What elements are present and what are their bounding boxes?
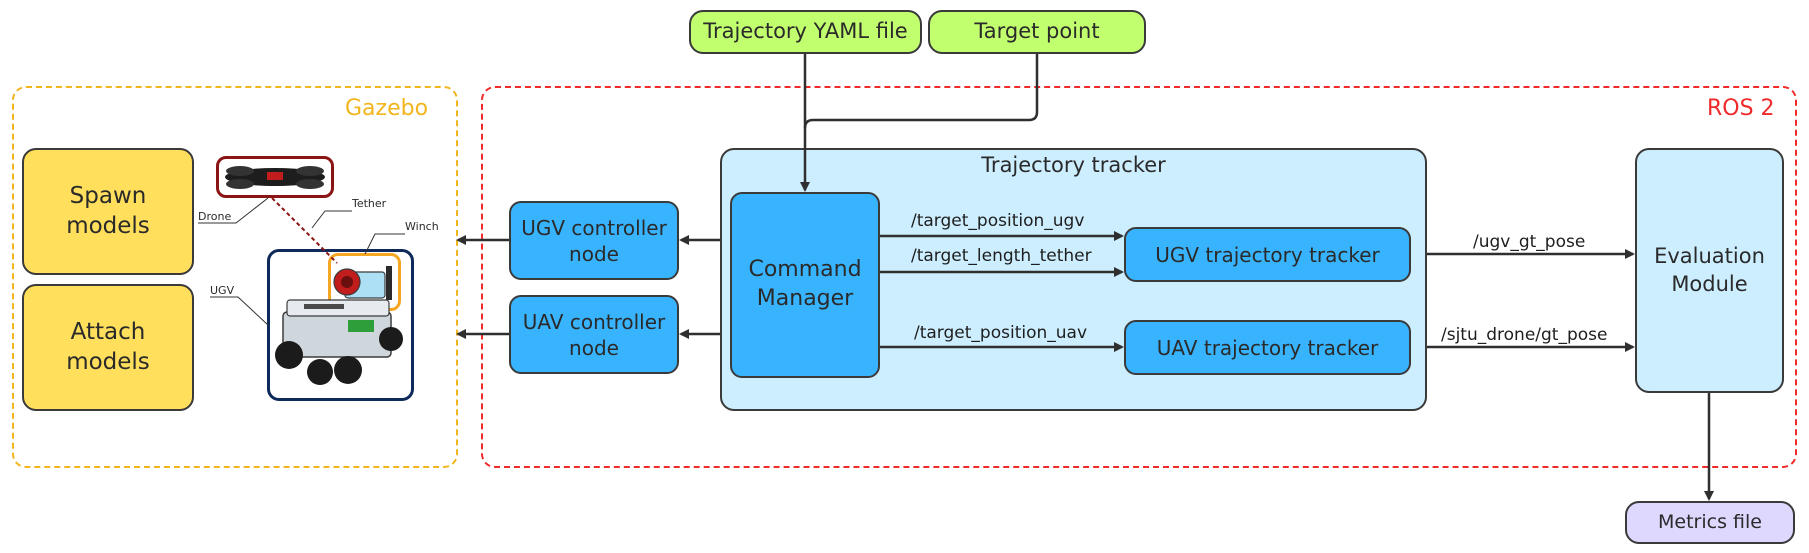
metrics-file-node: Metrics file <box>1625 501 1795 544</box>
drone-illustration <box>225 166 325 189</box>
target-point-node: Target point <box>928 10 1146 54</box>
topic-target-position-ugv: /target_position_ugv <box>911 211 1085 231</box>
trajectory-yaml-node: Trajectory YAML file <box>689 10 922 54</box>
tether-line <box>271 197 338 264</box>
evaluation-module-node: Evaluation Module <box>1635 148 1784 393</box>
uav-trajectory-tracker-node: UAV trajectory tracker <box>1124 320 1411 375</box>
winch-label: Winch <box>405 220 439 233</box>
trajectory-tracker-title: Trajectory tracker <box>981 153 1166 177</box>
topic-target-position-uav: /target_position_uav <box>914 323 1088 343</box>
topic-target-length-tether: /target_length_tether <box>911 246 1092 266</box>
ugv-label: UGV <box>210 284 235 297</box>
spawn-models-node: Spawn models <box>22 148 194 275</box>
ugv-trajectory-tracker-node: UGV trajectory tracker <box>1124 227 1411 282</box>
arrow-target-to-command <box>803 54 1039 129</box>
drone-label: Drone <box>198 210 232 223</box>
tether-label: Tether <box>352 197 387 210</box>
ugv-illustration <box>275 266 403 385</box>
topic-uav-gt-pose: /sjtu_drone/gt_pose <box>1441 325 1608 345</box>
ros2-title: ROS 2 <box>1707 96 1775 121</box>
ros2-region <box>481 86 1797 468</box>
gazebo-title: Gazebo <box>345 96 429 121</box>
ugv-controller-node: UGV controller node <box>509 201 679 280</box>
gazebo-region <box>12 86 458 468</box>
topic-ugv-gt-pose: /ugv_gt_pose <box>1473 232 1586 252</box>
uav-controller-node: UAV controller node <box>509 295 679 374</box>
command-manager-node: Command Manager <box>730 192 880 378</box>
attach-models-node: Attach models <box>22 284 194 411</box>
